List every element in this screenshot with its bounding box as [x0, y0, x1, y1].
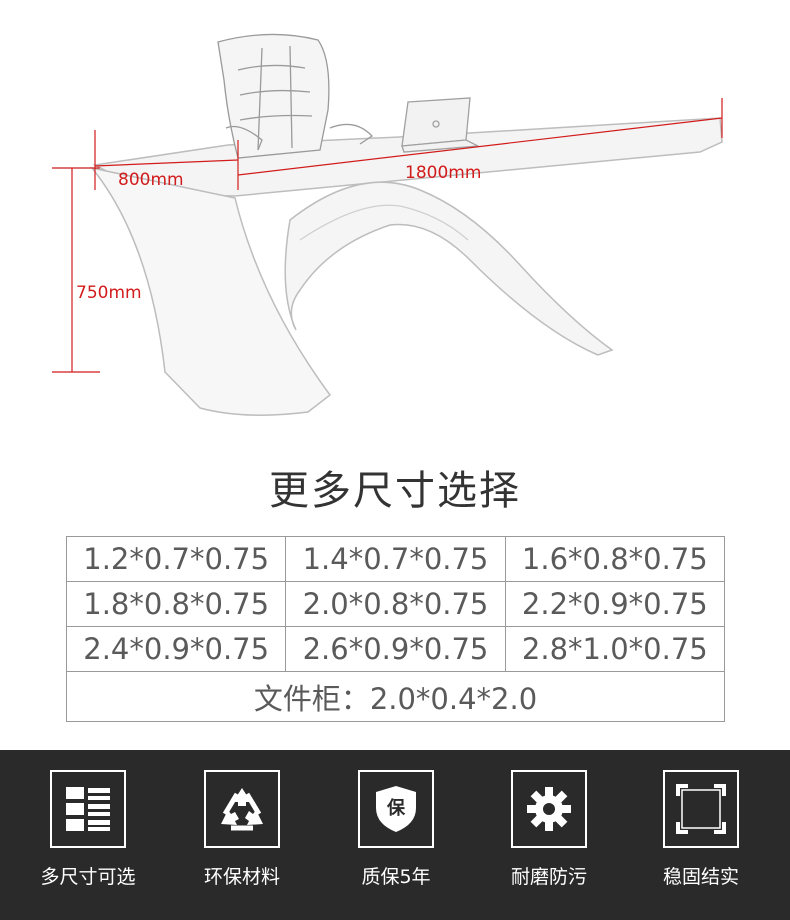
table-row: 文件柜：2.0*0.4*2.0: [66, 671, 725, 722]
frame-corners-icon: [676, 784, 726, 834]
desk-dimension-illustration: [52, 33, 723, 416]
size-option: 2.8*1.0*0.75: [504, 626, 726, 672]
feature-label: 多尺寸可选: [40, 866, 136, 888]
feature-label: 稳固结实: [662, 866, 739, 888]
size-option: 2.0*0.8*0.75: [285, 581, 506, 627]
feature-label: 耐磨防污: [510, 866, 587, 888]
size-option: 2.2*0.9*0.75: [504, 581, 726, 627]
feature-icon-box: 保: [358, 770, 434, 848]
feature-multi-size: 多尺寸可选: [33, 770, 143, 889]
recycle-icon: [221, 788, 263, 831]
feature-icon-box: [50, 770, 126, 848]
laptop: [401, 97, 481, 153]
desk-arch-inner: [299, 204, 469, 241]
cabinet-size: 文件柜：2.0*0.4*2.0: [66, 671, 725, 722]
feature-sturdy: 稳固结实: [646, 770, 756, 889]
feature-icon-box: [204, 770, 280, 848]
table-row: 1.2*0.7*0.75 1.4*0.7*0.75 1.6*0.8*0.75: [65, 536, 726, 582]
depth-dimension-label: 800mm: [118, 170, 184, 190]
shield-icon-text: 保: [387, 798, 405, 819]
shield-icon: [376, 786, 416, 832]
desk-arch: [284, 181, 614, 356]
size-option: 1.4*0.7*0.75: [285, 536, 506, 582]
table-row: 1.8*0.8*0.75 2.0*0.8*0.75 2.2*0.9*0.75: [65, 581, 726, 627]
page-title: 更多尺寸选择: [269, 468, 521, 514]
size-option: 2.4*0.9*0.75: [65, 626, 287, 672]
size-option: 2.6*0.9*0.75: [285, 626, 506, 672]
feature-icon-box: [511, 770, 587, 848]
feature-label: 环保材料: [203, 866, 280, 888]
feature-eco-material: 环保材料: [187, 770, 297, 889]
dimension-lines: [52, 98, 723, 373]
height-dimension-label: 750mm: [76, 283, 142, 303]
desk-left-pedestal: [90, 166, 332, 416]
width-dimension-label: 1800mm: [405, 163, 482, 183]
office-chair: [217, 33, 374, 159]
gear-icon: [527, 787, 571, 831]
grid-list-icon: [66, 787, 110, 831]
table-row: 2.4*0.9*0.75 2.6*0.9*0.75 2.8*1.0*0.75: [65, 626, 726, 672]
size-option: 1.6*0.8*0.75: [504, 536, 726, 582]
feature-wear-resistant: 耐磨防污: [494, 770, 604, 889]
feature-warranty: 保 质保5年: [341, 770, 451, 889]
size-option: 1.8*0.8*0.75: [65, 581, 287, 627]
features-bar: 多尺寸可选 环保材料 保 质保5年: [0, 750, 790, 920]
feature-label: 质保5年: [361, 866, 431, 888]
size-option: 1.2*0.7*0.75: [65, 536, 287, 582]
size-options-table: 1.2*0.7*0.75 1.4*0.7*0.75 1.6*0.8*0.75 1…: [65, 536, 726, 722]
feature-icon-box: [663, 770, 739, 848]
